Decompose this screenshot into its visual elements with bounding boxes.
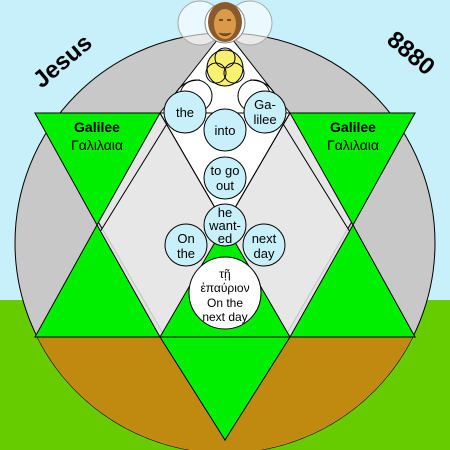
right-top-green-triangle xyxy=(289,112,416,227)
svg-text:into: into xyxy=(215,123,236,138)
left-galilee-en: Galilee xyxy=(74,119,120,135)
right-bottom-green-triangle xyxy=(289,223,416,338)
svg-text:want-: want- xyxy=(208,218,241,233)
svg-text:Ga-: Ga- xyxy=(254,97,276,112)
center-circle: τῇ ἐπαύριον On the next day xyxy=(188,256,262,330)
right-galilee-gr: Γαλιλαια xyxy=(327,137,379,153)
center-greek-line1: τῇ xyxy=(219,267,230,281)
center-greek-line2: ἐπαύριον xyxy=(200,281,249,295)
svg-text:On: On xyxy=(177,231,194,246)
svg-text:to go: to go xyxy=(211,163,240,178)
bubble-the: the xyxy=(163,90,207,134)
svg-text:out: out xyxy=(216,178,234,193)
svg-text:ed: ed xyxy=(218,231,232,246)
jesus-face-icon xyxy=(208,2,242,42)
bubble-galilee: Ga- lilee xyxy=(243,90,287,134)
left-galilee-gr: Γαλιλαια xyxy=(71,137,123,153)
svg-text:the: the xyxy=(176,105,194,120)
bubble-on-the: On the xyxy=(164,223,208,267)
bubble-to-go-out: to go out xyxy=(203,156,247,200)
svg-text:next: next xyxy=(252,231,277,246)
bubble-into: into xyxy=(203,108,247,152)
svg-text:lilee: lilee xyxy=(253,112,276,127)
svg-text:he: he xyxy=(218,205,232,220)
right-galilee-en: Galilee xyxy=(330,119,376,135)
halo-flower-icon xyxy=(205,47,245,87)
svg-text:day: day xyxy=(254,246,275,261)
bubble-he-wanted: he want- ed xyxy=(203,203,247,247)
bottom-green-triangle xyxy=(159,336,291,441)
svg-text:the: the xyxy=(177,246,195,261)
left-bottom-green-triangle xyxy=(34,223,161,338)
center-english-line2: next day xyxy=(202,310,247,324)
left-top-green-triangle xyxy=(34,112,161,227)
bubble-next-day: next day xyxy=(242,223,286,267)
center-english-line1: On the xyxy=(207,296,243,310)
